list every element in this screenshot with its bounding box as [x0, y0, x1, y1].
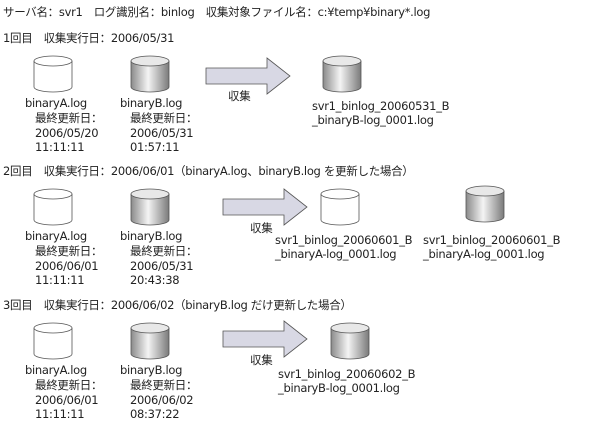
- arrow-icon: [222, 320, 308, 358]
- modified-date: 2006/05/31: [130, 259, 194, 273]
- collect-label: 収集: [250, 221, 273, 235]
- modified-time: 20:43:38: [130, 273, 180, 287]
- file-name: binaryB.log: [120, 229, 183, 243]
- modified-date: 2006/05/20: [35, 126, 99, 140]
- modified-date: 2006/05/31: [130, 126, 194, 140]
- database-icon: [320, 188, 360, 226]
- modified-date: 2006/06/02: [130, 393, 194, 407]
- modified-label: 最終更新日：: [35, 378, 103, 392]
- collect-label: 収集: [250, 353, 273, 367]
- modified-time: 11:11:11: [35, 140, 85, 154]
- modified-time: 11:11:11: [35, 407, 85, 421]
- arrow-icon: [205, 57, 291, 95]
- modified-label: 最終更新日：: [130, 378, 198, 392]
- database-icon: [465, 185, 505, 223]
- output-file-name: svr1_binlog_20060601_B: [423, 233, 561, 247]
- modified-label: 最終更新日：: [35, 244, 103, 258]
- output-file-name: svr1_binlog_20060531_B: [312, 99, 450, 113]
- output-file-name: _binaryB-log_0001.log: [312, 113, 434, 127]
- file-name: binaryA.log: [25, 96, 87, 110]
- file-name: binaryA.log: [25, 363, 87, 377]
- output-file-name: _binaryB-log_0001.log: [278, 381, 400, 395]
- database-icon: [33, 188, 73, 226]
- modified-label: 最終更新日：: [130, 111, 198, 125]
- section-title: 2回目 収集実行日：2006/06/01（binaryA.log、binaryB…: [3, 164, 414, 178]
- database-icon: [130, 55, 170, 93]
- database-icon: [130, 188, 170, 226]
- file-name: binaryA.log: [25, 229, 87, 243]
- database-icon: [322, 55, 362, 93]
- database-icon: [130, 322, 170, 360]
- database-icon: [330, 322, 370, 360]
- file-name: binaryB.log: [120, 96, 183, 110]
- database-icon: [33, 322, 73, 360]
- modified-time: 01:57:11: [130, 140, 180, 154]
- database-icon: [33, 55, 73, 93]
- file-name: binaryB.log: [120, 363, 183, 377]
- modified-date: 2006/06/01: [35, 393, 99, 407]
- section-title: 1回目 収集実行日：2006/05/31: [3, 31, 175, 45]
- modified-label: 最終更新日：: [35, 111, 103, 125]
- modified-time: 11:11:11: [35, 273, 85, 287]
- modified-label: 最終更新日：: [130, 244, 198, 258]
- modified-time: 08:37:22: [130, 407, 180, 421]
- modified-date: 2006/06/01: [35, 259, 99, 273]
- header-text: サーバ名：svr1 ログ識別名：binlog 収集対象ファイル名：c:¥temp…: [3, 5, 431, 19]
- collect-label: 収集: [228, 89, 251, 103]
- output-file-name: svr1_binlog_20060602_B: [278, 367, 416, 381]
- output-file-name: svr1_binlog_20060601_B: [275, 233, 413, 247]
- section-title: 3回目 収集実行日：2006/06/02（binaryB.log だけ更新した場…: [3, 298, 352, 312]
- output-file-name: _binaryA-log_0001.log: [423, 247, 545, 261]
- output-file-name: _binaryA-log_0001.log: [275, 247, 397, 261]
- arrow-icon: [222, 188, 308, 226]
